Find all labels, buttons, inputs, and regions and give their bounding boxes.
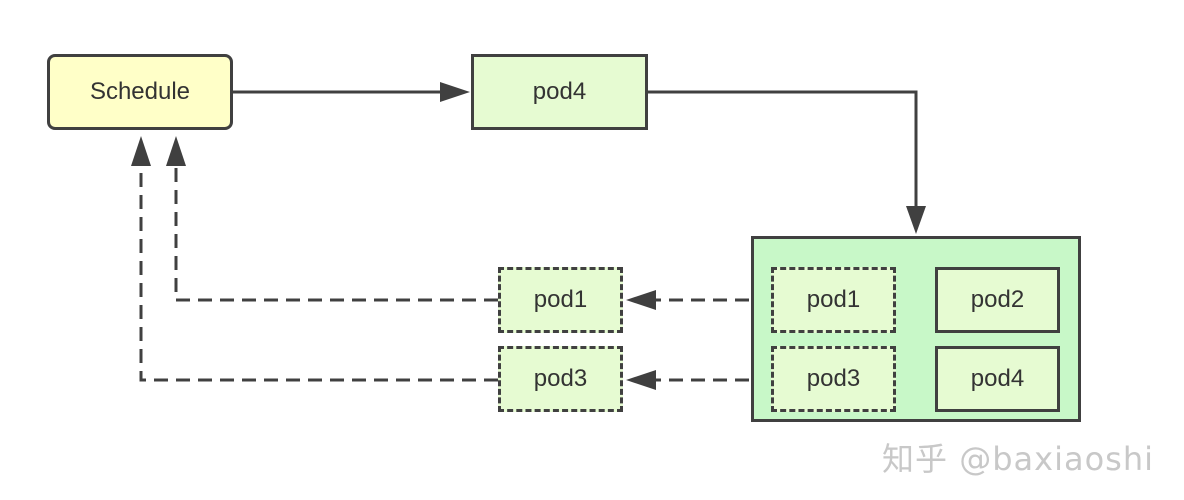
arrow-node-pod1-to-evicted-pod1 <box>626 290 771 310</box>
node-pod1-box: pod1 <box>771 267 896 333</box>
node-pod2-box: pod2 <box>935 267 1060 333</box>
schedule-box: Schedule <box>47 54 233 130</box>
arrow-evicted-pod1-to-schedule <box>166 136 498 302</box>
pod4-pending-box: pod4 <box>471 54 648 130</box>
schedule-label: Schedule <box>89 78 191 105</box>
node-pod2-label: pod2 <box>970 286 1025 313</box>
evicted-pod3-label: pod3 <box>533 365 588 392</box>
evicted-pod1-label: pod1 <box>533 286 588 313</box>
node-pod1-label: pod1 <box>806 286 861 313</box>
evicted-pod3-box: pod3 <box>498 346 623 412</box>
arrow-schedule-to-pod4 <box>233 82 470 102</box>
evicted-pod1-box: pod1 <box>498 267 623 333</box>
arrow-node-pod3-to-evicted-pod3 <box>626 370 771 390</box>
node-pod4-label: pod4 <box>970 365 1025 392</box>
pod4-pending-label: pod4 <box>532 78 587 105</box>
watermark-text: 知乎 @baxiaoshi <box>882 440 1154 478</box>
node-pod3-box: pod3 <box>771 346 896 412</box>
arrow-evicted-pod3-to-schedule <box>131 136 498 382</box>
node-pod3-label: pod3 <box>806 365 861 392</box>
arrow-pod4-to-node <box>648 90 926 234</box>
node-pod4-box: pod4 <box>935 346 1060 412</box>
